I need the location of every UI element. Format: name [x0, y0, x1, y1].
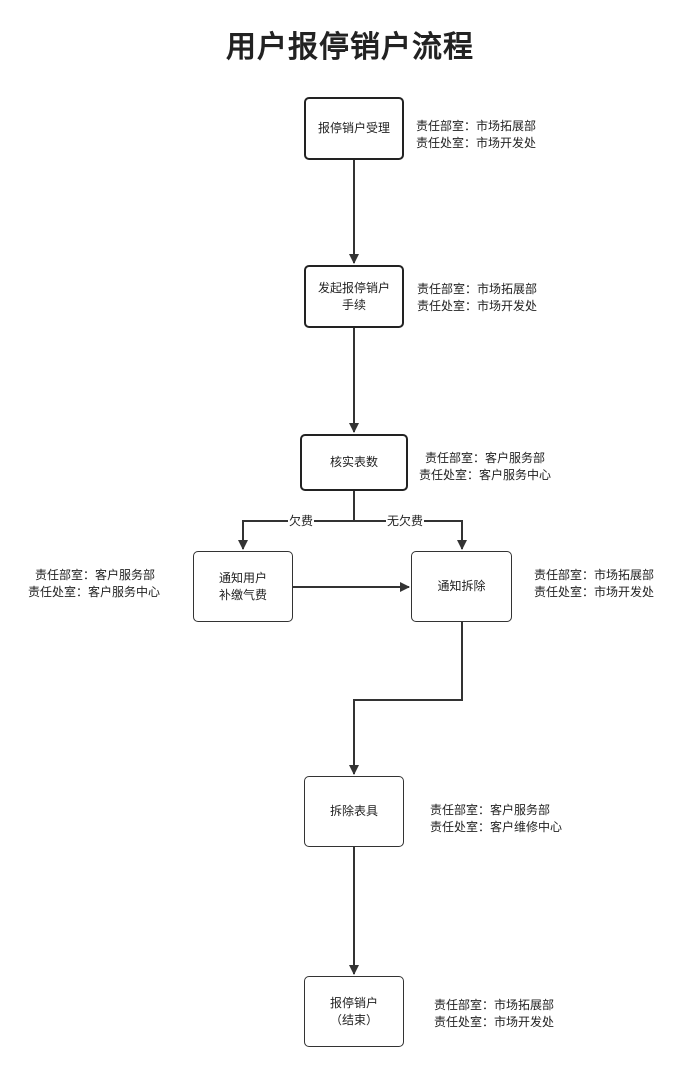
dept-notify-remove: 责任部室：市场拓展部	[534, 568, 655, 582]
office-notify-pay: 责任处室：客户服务中心	[28, 585, 161, 599]
dept-verify: 责任部室：客户服务部	[425, 451, 546, 465]
dept-accept: 责任部室：市场拓展部	[416, 119, 537, 133]
node-end: 报停销户 （结束）	[304, 976, 404, 1047]
node-accept: 报停销户受理	[304, 97, 404, 160]
info-end: 责任部室：市场拓展部 责任处室：市场开发处	[434, 997, 554, 1031]
edge-label-owed: 欠费	[288, 514, 315, 528]
info-verify: 责任部室：客户服务部 责任处室：客户服务中心	[419, 450, 551, 484]
dept-end: 责任部室：市场拓展部	[434, 998, 555, 1012]
info-initiate: 责任部室：市场拓展部 责任处室：市场开发处	[417, 281, 537, 315]
edge-notify-remove-to-remove-meter	[349, 622, 463, 775]
page-title: 用户报停销户流程	[226, 30, 474, 65]
info-accept: 责任部室：市场拓展部 责任处室：市场开发处	[416, 118, 536, 152]
office-initiate: 责任处室：市场开发处	[417, 299, 538, 313]
info-notify-pay: 责任部室：客户服务部 责任处室：客户服务中心	[28, 567, 160, 601]
node-verify: 核实表数	[300, 434, 408, 491]
info-notify-remove: 责任部室：市场拓展部 责任处室：市场开发处	[534, 567, 654, 601]
office-accept: 责任处室：市场开发处	[416, 136, 537, 150]
dept-notify-pay: 责任部室：客户服务部	[35, 568, 156, 582]
node-initiate: 发起报停销户 手续	[304, 265, 404, 328]
office-remove-meter: 责任处室：客户维修中心	[430, 820, 563, 834]
dept-initiate: 责任部室：市场拓展部	[417, 282, 538, 296]
dept-remove-meter: 责任部室：客户服务部	[430, 803, 551, 817]
office-notify-remove: 责任处室：市场开发处	[534, 585, 655, 599]
office-verify: 责任处室：客户服务中心	[419, 468, 552, 482]
node-notify-remove: 通知拆除	[411, 551, 512, 622]
edge-label-not-owed: 无欠费	[386, 514, 425, 528]
node-notify-pay: 通知用户 补缴气费	[193, 551, 293, 622]
office-end: 责任处室：市场开发处	[434, 1015, 555, 1029]
node-remove-meter: 拆除表具	[304, 776, 404, 847]
info-remove-meter: 责任部室：客户服务部 责任处室：客户维修中心	[430, 802, 562, 836]
